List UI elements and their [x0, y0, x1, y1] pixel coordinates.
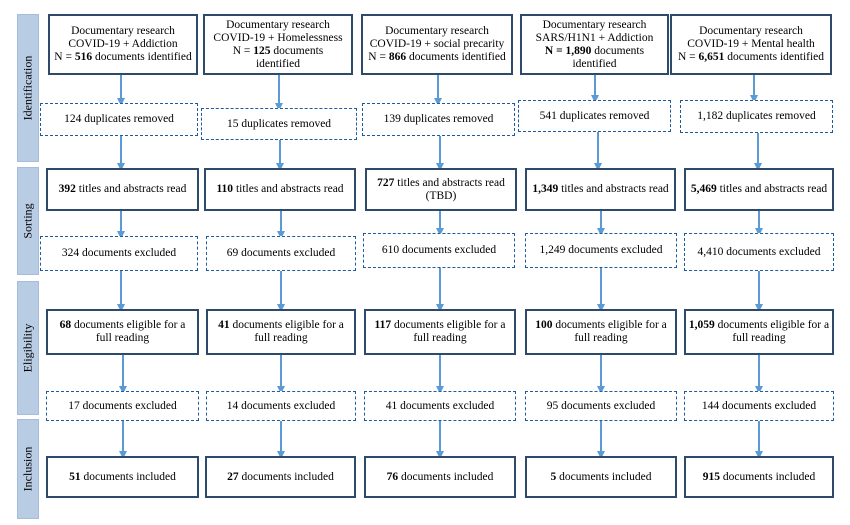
eligible-box: 117 documents eligible for a full readin… — [364, 309, 516, 355]
identified-box: Documentary research SARS/H1N1 + Addicti… — [520, 14, 669, 75]
stage-label-inclusion: Inclusion — [17, 419, 39, 519]
excluded-box: 69 documents excluded — [206, 236, 356, 271]
read-box: 727 titles and abstracts read (TBD) — [365, 168, 517, 211]
read-box: 110 titles and abstracts read — [204, 168, 356, 211]
eligible-box: 68 documents eligible for a full reading — [46, 309, 199, 355]
eligible-box: 41 documents eligible for a full reading — [206, 309, 356, 355]
identified-box: Documentary research COVID-19 + Homeless… — [203, 14, 353, 75]
excluded-box: 41 documents excluded — [364, 391, 516, 421]
duplicates-box: 124 duplicates removed — [40, 103, 198, 136]
excluded-box: 95 documents excluded — [525, 391, 677, 421]
stage-label-eligibility: Eligibility — [17, 281, 39, 415]
excluded-box: 324 documents excluded — [40, 236, 198, 271]
read-box: 5,469 titles and abstracts read — [684, 168, 834, 211]
stage-label-sorting: Sorting — [17, 167, 39, 275]
included-box: 5 documents included — [525, 456, 677, 498]
read-box: 392 titles and abstracts read — [46, 168, 199, 211]
excluded-box: 144 documents excluded — [684, 391, 834, 421]
stage-label-identification: Identification — [17, 14, 39, 162]
duplicates-box: 15 duplicates removed — [201, 108, 357, 140]
duplicates-box: 1,182 duplicates removed — [680, 100, 833, 133]
excluded-box: 14 documents excluded — [206, 391, 356, 421]
excluded-box: 610 documents excluded — [363, 233, 515, 268]
included-box: 51 documents included — [46, 456, 199, 498]
included-box: 27 documents included — [205, 456, 356, 498]
excluded-box: 17 documents excluded — [46, 391, 199, 421]
identified-box: Documentary research COVID-19 + social p… — [361, 14, 513, 75]
included-box: 76 documents included — [364, 456, 516, 498]
identified-box: Documentary research COVID-19 + Addictio… — [48, 14, 198, 75]
eligible-box: 100 documents eligible for a full readin… — [525, 309, 677, 355]
read-box: 1,349 titles and abstracts read — [525, 168, 676, 211]
excluded-box: 1,249 documents excluded — [525, 233, 677, 268]
eligible-box: 1,059 documents eligible for a full read… — [684, 309, 834, 355]
identified-box: Documentary research COVID-19 + Mental h… — [670, 14, 832, 75]
excluded-box: 4,410 documents excluded — [684, 233, 834, 271]
included-box: 915 documents included — [684, 456, 834, 498]
duplicates-box: 541 duplicates removed — [518, 100, 671, 132]
duplicates-box: 139 duplicates removed — [362, 103, 515, 136]
